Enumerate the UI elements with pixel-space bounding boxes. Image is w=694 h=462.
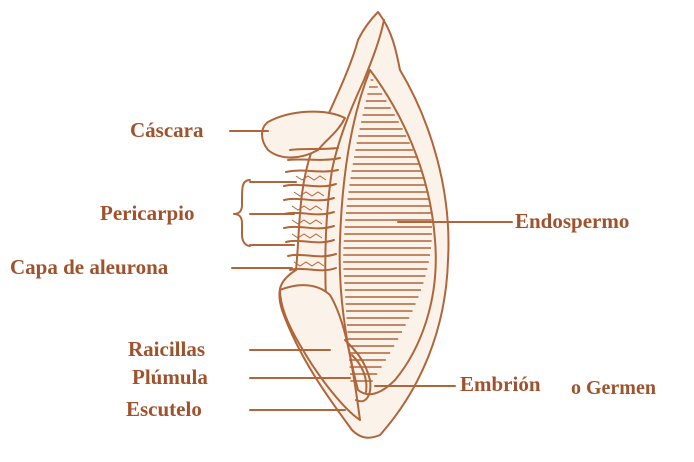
- pericarpio-bracket: [234, 180, 250, 246]
- label-escutelo: Escutelo: [126, 399, 202, 420]
- label-capa-aleurona: Capa de aleurona: [10, 257, 168, 278]
- label-raicillas: Raicillas: [128, 339, 205, 360]
- label-pericarpio: Pericarpio: [100, 203, 194, 224]
- label-o-germen: o Germen: [571, 378, 656, 398]
- label-endospermo: Endospermo: [515, 211, 629, 232]
- label-plumula: Plúmula: [132, 367, 208, 388]
- label-embrion: Embrión: [460, 374, 541, 395]
- label-cascara: Cáscara: [130, 120, 203, 141]
